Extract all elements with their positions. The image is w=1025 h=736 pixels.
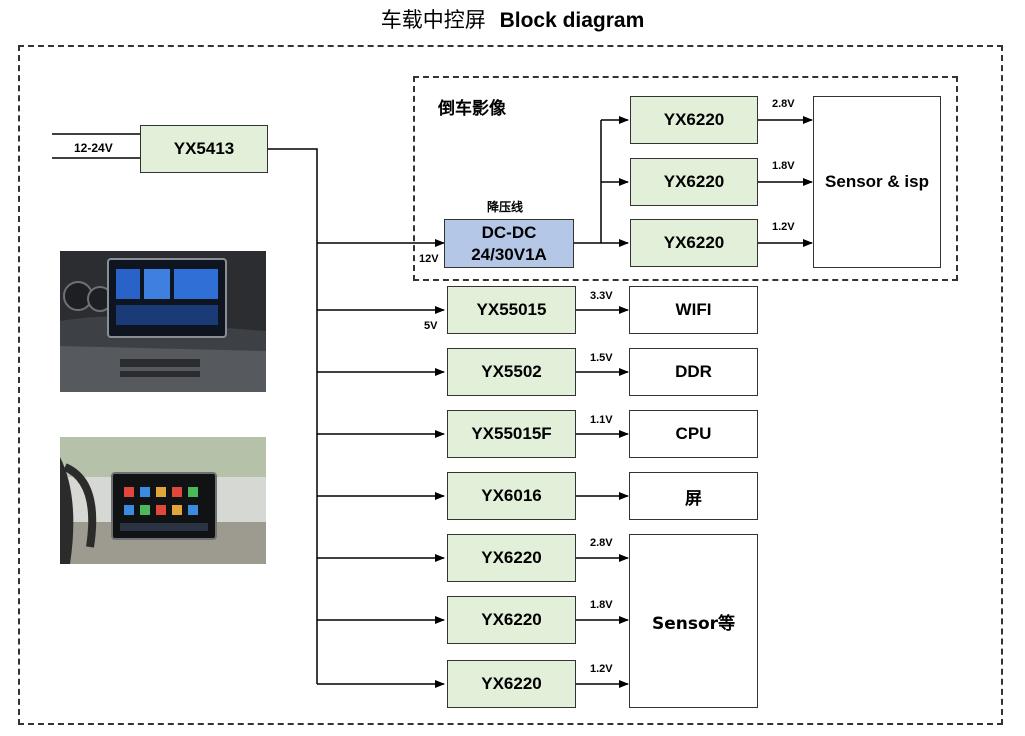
rear-voltage-3: 1.2V xyxy=(772,221,795,233)
title-chinese: 车载中控屏 xyxy=(380,8,486,32)
dcdc-input-voltage: 12V xyxy=(419,253,439,265)
ic-rear-yx6220-2: YX6220 xyxy=(630,158,758,206)
load-wifi: WIFI xyxy=(629,286,758,334)
load-cpu: CPU xyxy=(629,410,758,458)
load-ddr: DDR xyxy=(629,348,758,396)
rail-voltage-ddr: 1.5V xyxy=(590,352,613,364)
sensor-voltage-3: 1.2V xyxy=(590,663,613,675)
rear-voltage-1: 2.8V xyxy=(772,98,795,110)
ic-sensor-yx6220-3: YX6220 xyxy=(447,660,576,708)
load-screen: 屏 xyxy=(629,472,758,520)
sensor-voltage-1: 2.8V xyxy=(590,537,613,549)
ic-yx6016: YX6016 xyxy=(447,472,576,520)
load-sensor-isp: Sensor & isp xyxy=(813,96,941,268)
product-photo-screen xyxy=(60,437,266,564)
load-sensors: Sensor等 xyxy=(629,534,758,708)
ic-yx55015: YX55015 xyxy=(447,286,576,334)
rear-camera-label: 倒车影像 xyxy=(438,99,506,119)
rail-voltage-wifi: 3.3V xyxy=(590,290,613,302)
dcdc-line2: 24/30V1A xyxy=(471,244,547,264)
product-photo-dashboard xyxy=(60,251,266,392)
dcdc-converter: DC-DC 24/30V1A xyxy=(444,219,574,268)
rear-camera-frame xyxy=(413,76,958,281)
ic-rear-yx6220-3: YX6220 xyxy=(630,219,758,267)
ic-rear-yx6220-1: YX6220 xyxy=(630,96,758,144)
sensor-voltage-2: 1.8V xyxy=(590,599,613,611)
title-english: Block diagram xyxy=(499,9,645,32)
rail-voltage-cpu: 1.1V xyxy=(590,414,613,426)
rail-5v-label: 5V xyxy=(424,320,438,332)
main-bus xyxy=(268,148,318,684)
ic-yx5502: YX5502 xyxy=(447,348,576,396)
ic-sensor-yx6220-2: YX6220 xyxy=(447,596,576,644)
diagram-title: 车载中控屏 Block diagram xyxy=(0,4,1025,34)
ic-yx5413: YX5413 xyxy=(140,125,268,173)
ic-sensor-yx6220-1: YX6220 xyxy=(447,534,576,582)
dcdc-line1: DC-DC xyxy=(481,222,537,242)
rear-voltage-2: 1.8V xyxy=(772,160,795,172)
outer-frame xyxy=(18,45,1003,725)
input-voltage-label: 12-24V xyxy=(74,141,113,155)
dcdc-caption: 降压线 xyxy=(487,200,524,214)
ic-yx55015f: YX55015F xyxy=(447,410,576,458)
